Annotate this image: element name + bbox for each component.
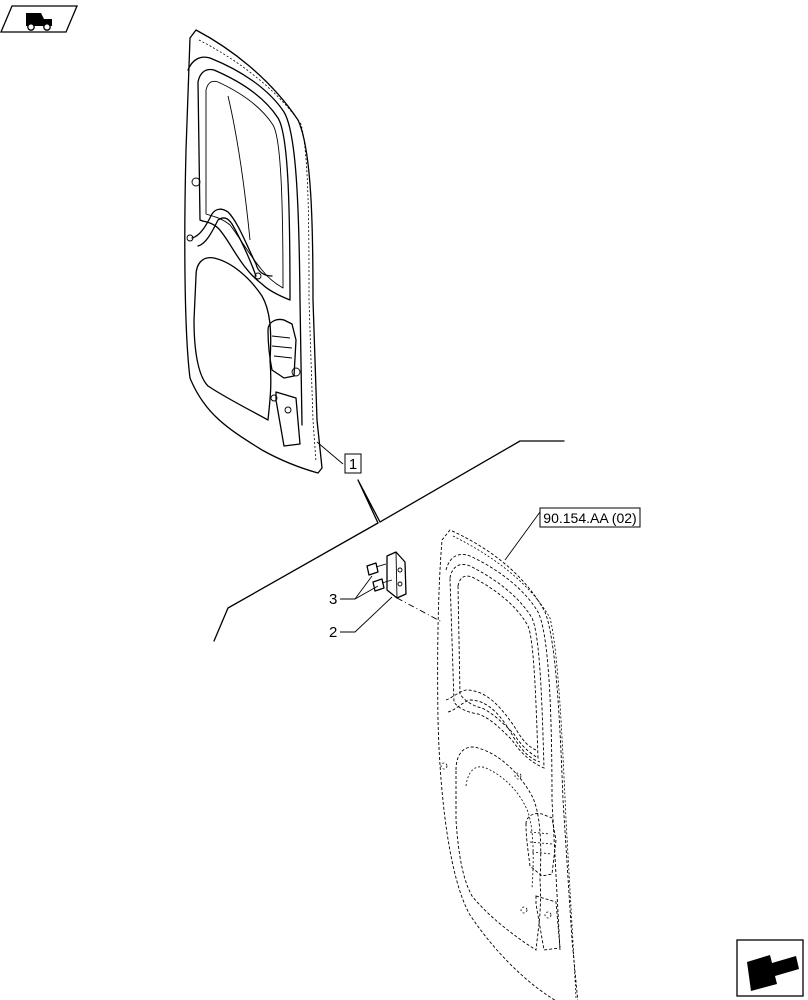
leader-line-reference [504,511,541,561]
svg-text:90.154.AA (02): 90.154.AA (02) [543,510,636,526]
callout-item-3[interactable]: 3 [329,591,337,608]
lower-door-drawing [437,529,579,1000]
bolt-lower [372,578,393,592]
leader-line-3b [354,585,379,600]
alignment-line [396,597,443,623]
leader-line-3a [340,575,373,600]
leader-line-2 [340,596,393,633]
next-page-arrow-icon[interactable] [736,939,804,997]
callout-item-2[interactable]: 2 [329,624,337,641]
hinge-bracket [386,551,407,599]
callout-item-1[interactable]: 1 [344,453,362,474]
bolt-upper [366,562,387,576]
tractor-cab-icon[interactable] [0,5,78,33]
upper-door-drawing [184,29,323,474]
leader-line-1 [316,441,344,465]
reference-callout[interactable]: 90.154.AA (02) [539,507,641,528]
section-break-line [213,440,565,642]
svg-text:1: 1 [349,456,357,473]
